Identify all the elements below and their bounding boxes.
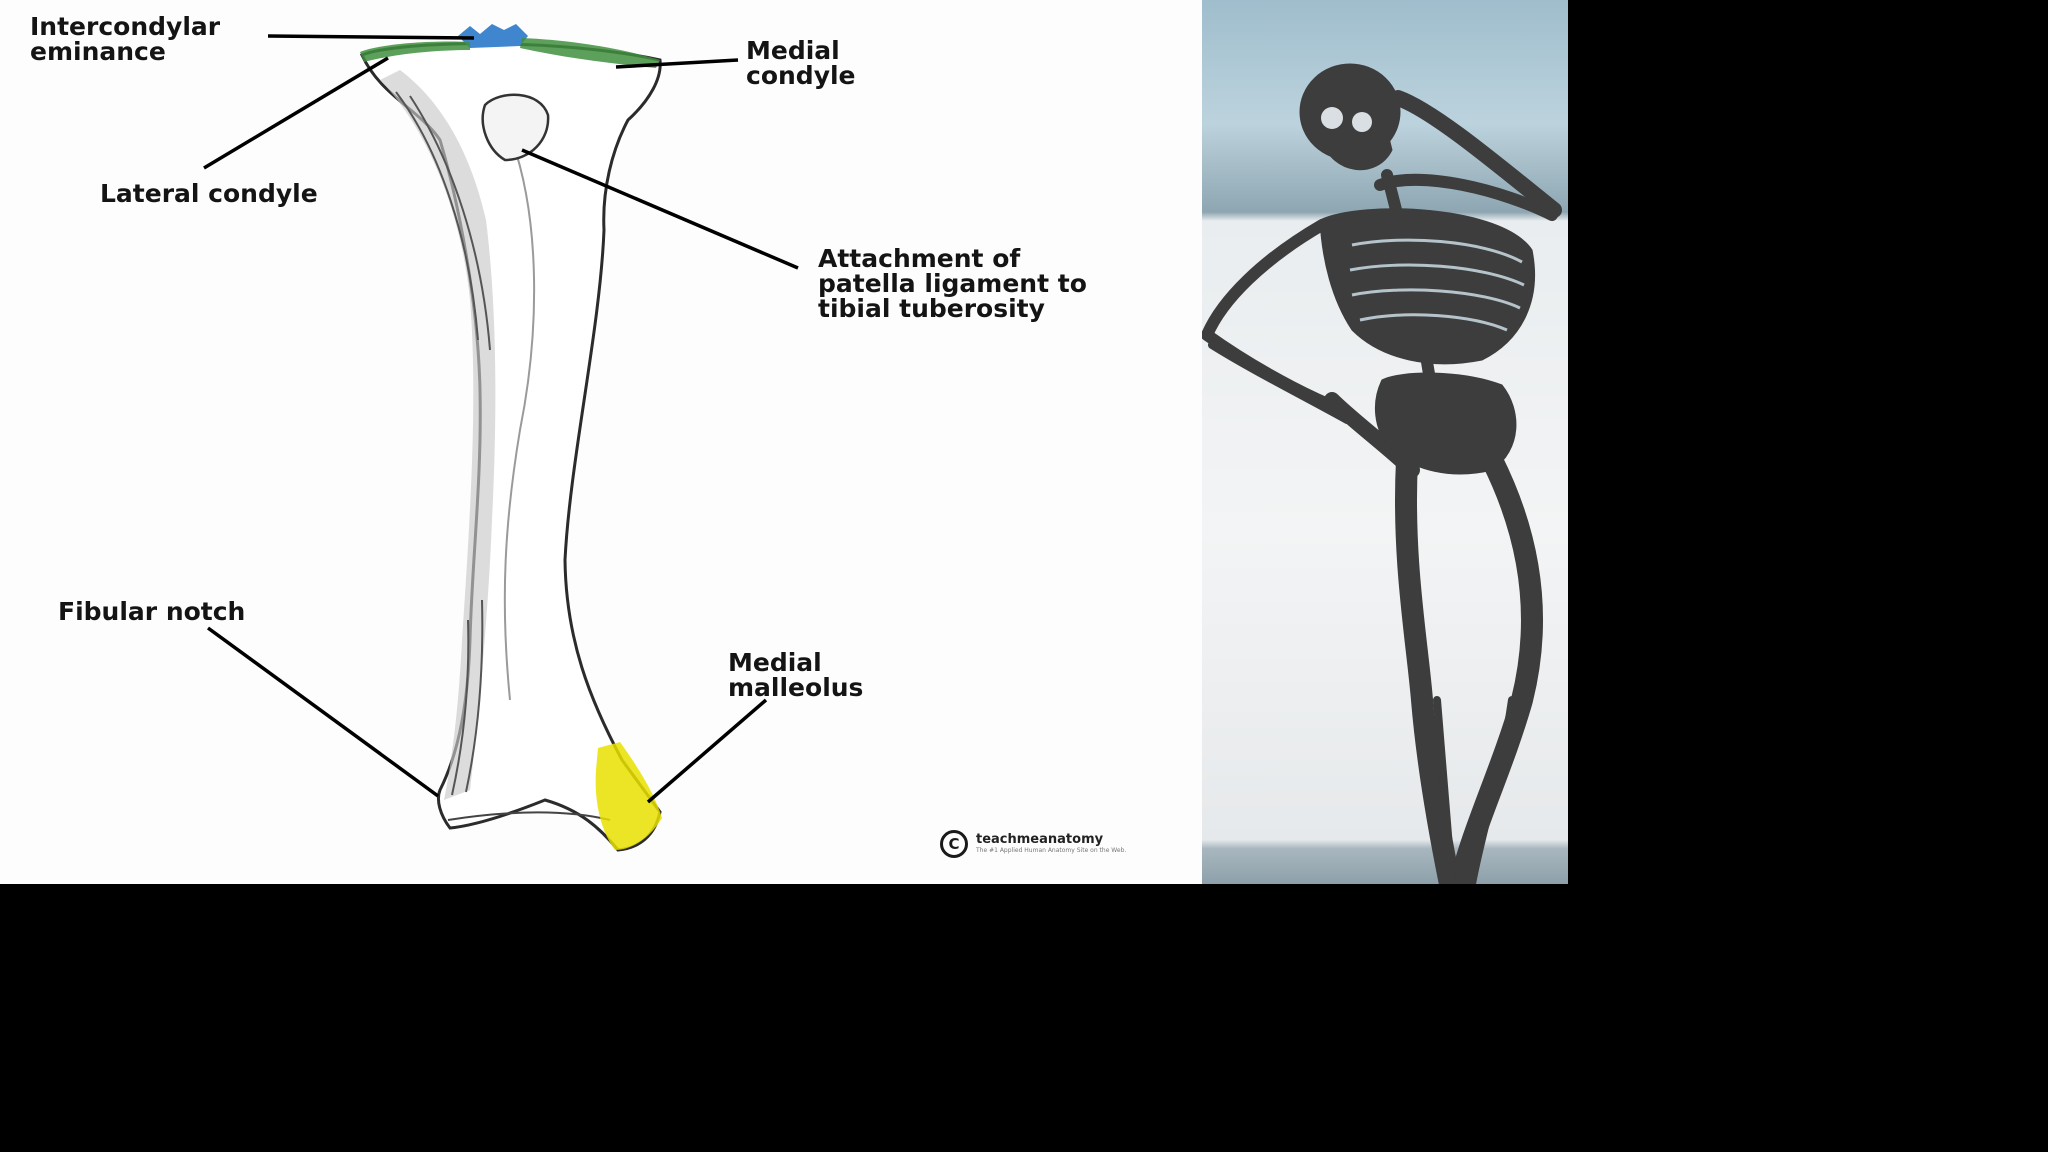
brand-name: teachmeanatomy — [976, 833, 1126, 847]
label-intercondylar-eminance: Intercondylar eminance — [30, 14, 220, 64]
label-medial-malleolus: Medial malleolus — [728, 650, 863, 700]
leader-intercondylar — [268, 36, 474, 38]
credit-text: teachmeanatomy The #1 Applied Human Anat… — [976, 833, 1126, 855]
teachmeanatomy-credit: C teachmeanatomy The #1 Applied Human An… — [940, 830, 1126, 858]
tibia-bone — [362, 44, 660, 850]
brand-tagline: The #1 Applied Human Anatomy Site on the… — [976, 847, 1126, 855]
anatomy-slide: Intercondylar eminance Medial condyle La… — [0, 0, 1568, 884]
label-medial-condyle: Medial condyle — [746, 38, 856, 88]
label-patella-attachment: Attachment of patella ligament to tibial… — [818, 246, 1087, 321]
tibia-diagram — [0, 0, 1202, 884]
leader-lateral-condyle — [204, 58, 388, 168]
skeleton-side-panel — [1202, 0, 1568, 884]
copyright-icon: C — [940, 830, 968, 858]
label-lateral-condyle: Lateral condyle — [100, 181, 318, 206]
leader-fibular-notch — [208, 628, 438, 796]
skeleton-silhouette-icon — [1202, 0, 1568, 884]
label-fibular-notch: Fibular notch — [58, 599, 245, 624]
leader-malleolus — [648, 700, 766, 802]
